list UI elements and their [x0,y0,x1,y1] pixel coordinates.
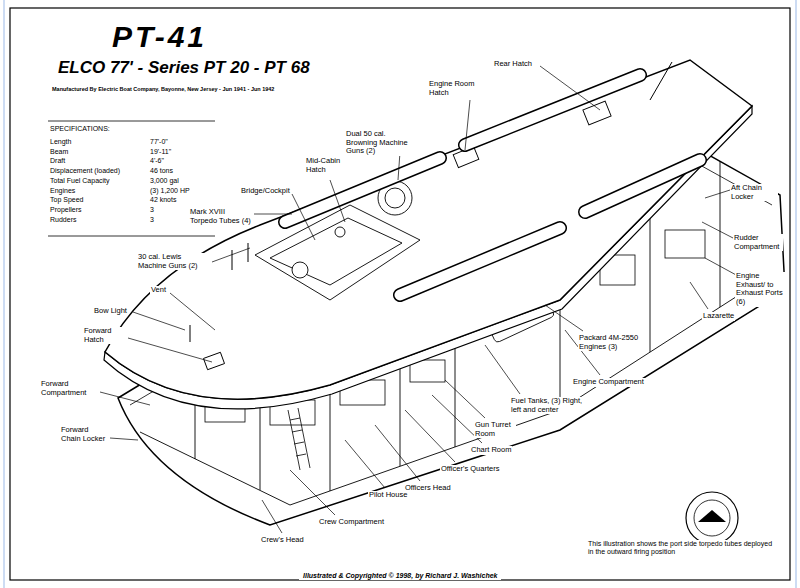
callout-label: Crew Compartment [318,518,385,527]
spec-name: Displacement (loaded) [50,167,120,175]
spec-name: Length [50,138,71,146]
callout-label: Officers Head [404,484,452,493]
spec-name: Draft [50,157,65,165]
callout-label: Vent [150,286,167,295]
spec-heading: SPECIFICATIONS: [50,125,110,133]
callout-label: Gun Turret Room [474,421,516,438]
main-title: PT-41 [112,22,207,52]
callout-label: Engine Room Hatch [428,80,478,97]
callout-label: Bow Light [93,307,128,316]
callout-label: Forward Chain Locker [60,426,110,443]
callout-label: 30 cal. Lewis Machine Guns (2) [137,253,211,270]
callout-label: Pilot House [368,491,408,500]
caption: This illustration shows the port side to… [588,540,778,556]
callout-label: Forward Compartment [40,380,100,397]
callout-label: Mid-Cabin Hatch [305,157,351,174]
spec-value: 4'-6" [150,157,164,165]
spec-name: Engines [50,187,75,195]
spec-value: 42 knots [150,196,176,204]
spec-value: 46 tons [150,167,173,175]
spec-name: Beam [50,148,68,156]
subtitle: ELCO 77' - Series PT 20 - PT 68 [58,58,310,78]
callout-label: Packard 4M-2550 Engines (3) [578,334,640,351]
callout-label: Lazarette [702,312,735,321]
spec-value: 77'-0" [150,138,168,146]
callout-label: Mark XVIII Torpedo Tubes (4) [189,208,253,225]
callout-label: Crew's Head [260,536,305,545]
spec-value: (3) 1,200 HP [150,187,190,195]
callout-label: Rudder Compartment [733,234,783,251]
callout-label: Engine Compartment [572,378,645,387]
callout-label: Bridge/Cockpit [240,187,291,196]
spec-value: 3 [150,216,154,224]
spec-name: Propellers [50,206,82,214]
callout-label: Rear Hatch [493,60,533,69]
callout-label: Engine Exhaust/ to Exhaust Ports (6) [735,272,787,307]
spec-value: 3 [150,206,154,214]
callout-label: Dual 50 cal. Browning Machine Guns (2) [345,130,417,156]
copyright-note: Illustrated & Copyrighted © 1998, by Ric… [299,572,501,580]
spec-value: 19'-11" [150,148,171,156]
spec-name: Top Speed [50,196,83,204]
callout-label: Officer's Quarters [440,465,500,474]
spec-value: 3,000 gal [150,177,179,185]
spec-name: Total Fuel Capacity [50,177,110,185]
callout-label: Aft Chain Locker [730,184,778,201]
callout-label: Forward Hatch [83,327,127,344]
callout-label: Chart Room [470,446,512,455]
spec-name: Rudders [50,216,76,224]
callout-label: Fuel Tanks, (3) Right, left and center [510,397,584,414]
manufacturer-note: Manufactured By Electric Boat Company, B… [52,86,274,92]
